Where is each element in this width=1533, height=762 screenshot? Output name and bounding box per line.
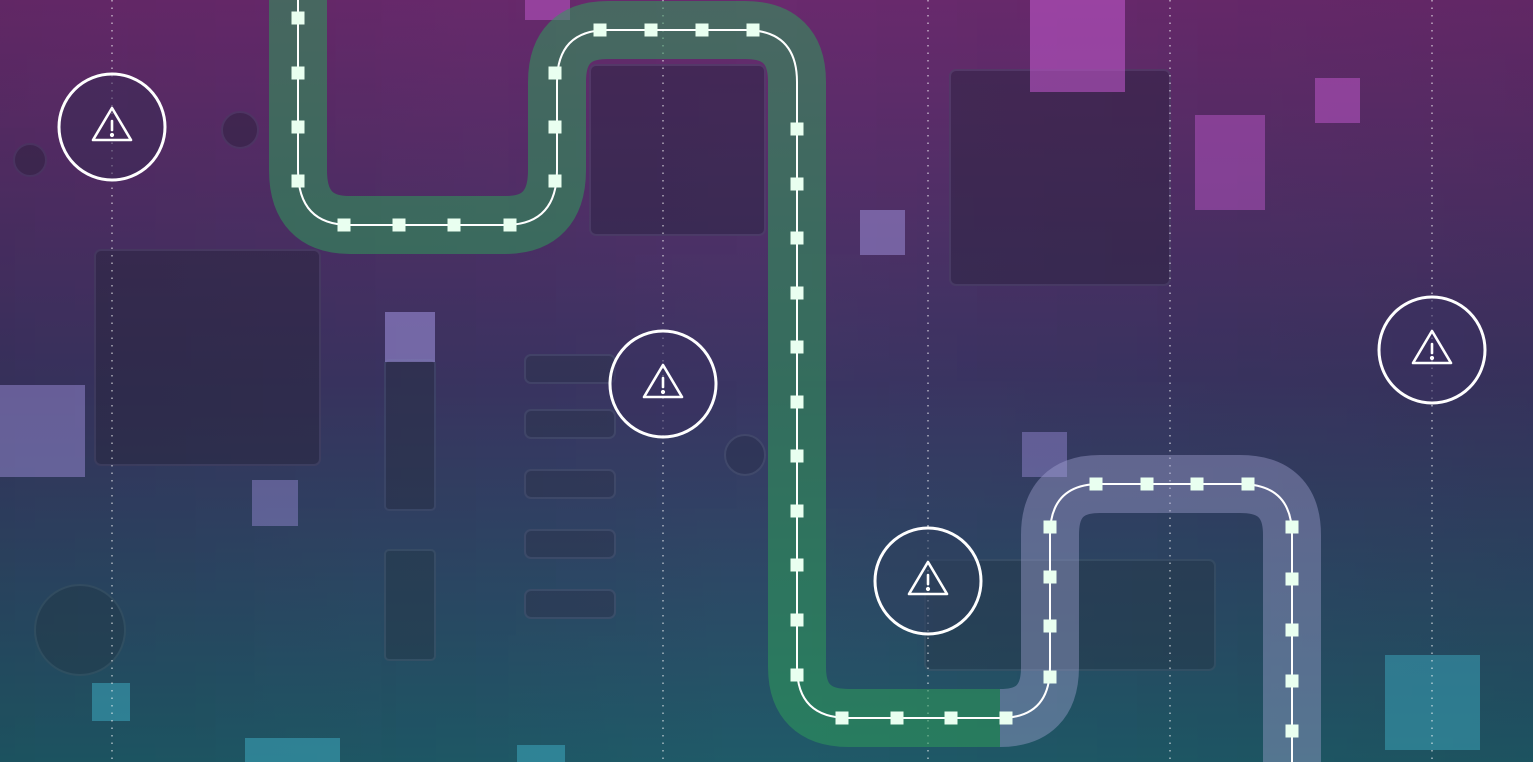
accent-square-lavender-3 [0, 385, 85, 477]
route-node [1241, 477, 1255, 491]
route-node [593, 23, 607, 37]
route-node [790, 504, 804, 518]
route-node [790, 449, 804, 463]
route-node [790, 340, 804, 354]
warning-triangle-icon [91, 106, 133, 142]
warning-triangle-icon [1411, 329, 1453, 365]
alert-marker-4[interactable] [1377, 295, 1487, 405]
warning-triangle-icon [642, 363, 684, 399]
route-node [503, 218, 517, 232]
route-node [790, 558, 804, 572]
route-node [790, 395, 804, 409]
accent-square-teal-4 [517, 745, 565, 762]
route-node [548, 120, 562, 134]
route-node [291, 66, 305, 80]
route-node [548, 174, 562, 188]
accent-square-magenta-3 [1315, 78, 1360, 123]
accent-square-lavender-5 [252, 480, 298, 526]
route-node [695, 23, 709, 37]
route-node [1285, 623, 1299, 637]
accent-square-lavender-1 [860, 210, 905, 255]
route-nodes [291, 11, 1299, 738]
alert-marker-3[interactable] [873, 526, 983, 636]
route-node [746, 23, 760, 37]
route-node [944, 711, 958, 725]
accent-square-lavender-4 [1022, 432, 1067, 477]
route-node [790, 668, 804, 682]
route-node [1285, 520, 1299, 534]
route-node [790, 122, 804, 136]
route-node [1190, 477, 1204, 491]
route-node [1285, 724, 1299, 738]
route-node [1285, 674, 1299, 688]
accent-square-lavender-2 [385, 312, 435, 362]
accent-square-teal-2 [92, 683, 130, 721]
warning-triangle-icon [907, 560, 949, 596]
route-node [1043, 619, 1057, 633]
route-node [1043, 520, 1057, 534]
route-node [644, 23, 658, 37]
accent-square-teal-3 [245, 738, 340, 762]
route-node [548, 66, 562, 80]
route-node [291, 120, 305, 134]
route-node [337, 218, 351, 232]
route-node [790, 286, 804, 300]
route-line [297, 0, 1293, 762]
accent-square-magenta-2 [1195, 115, 1265, 210]
route-node [790, 613, 804, 627]
route-node [890, 711, 904, 725]
route-node [1043, 670, 1057, 684]
route-node [790, 177, 804, 191]
route-node [291, 174, 305, 188]
route-node [790, 231, 804, 245]
accent-square-magenta-1 [1030, 0, 1125, 92]
alert-marker-1[interactable] [57, 72, 167, 182]
route-node [1043, 570, 1057, 584]
accent-squares [0, 0, 1480, 762]
route-node [835, 711, 849, 725]
route-node [447, 218, 461, 232]
route-node [1285, 572, 1299, 586]
accent-square-teal-1 [1385, 655, 1480, 750]
route-node [1089, 477, 1103, 491]
route-node [1140, 477, 1154, 491]
route-node [999, 711, 1013, 725]
alert-marker-2[interactable] [608, 329, 718, 439]
route-node [291, 11, 305, 25]
route-node [392, 218, 406, 232]
